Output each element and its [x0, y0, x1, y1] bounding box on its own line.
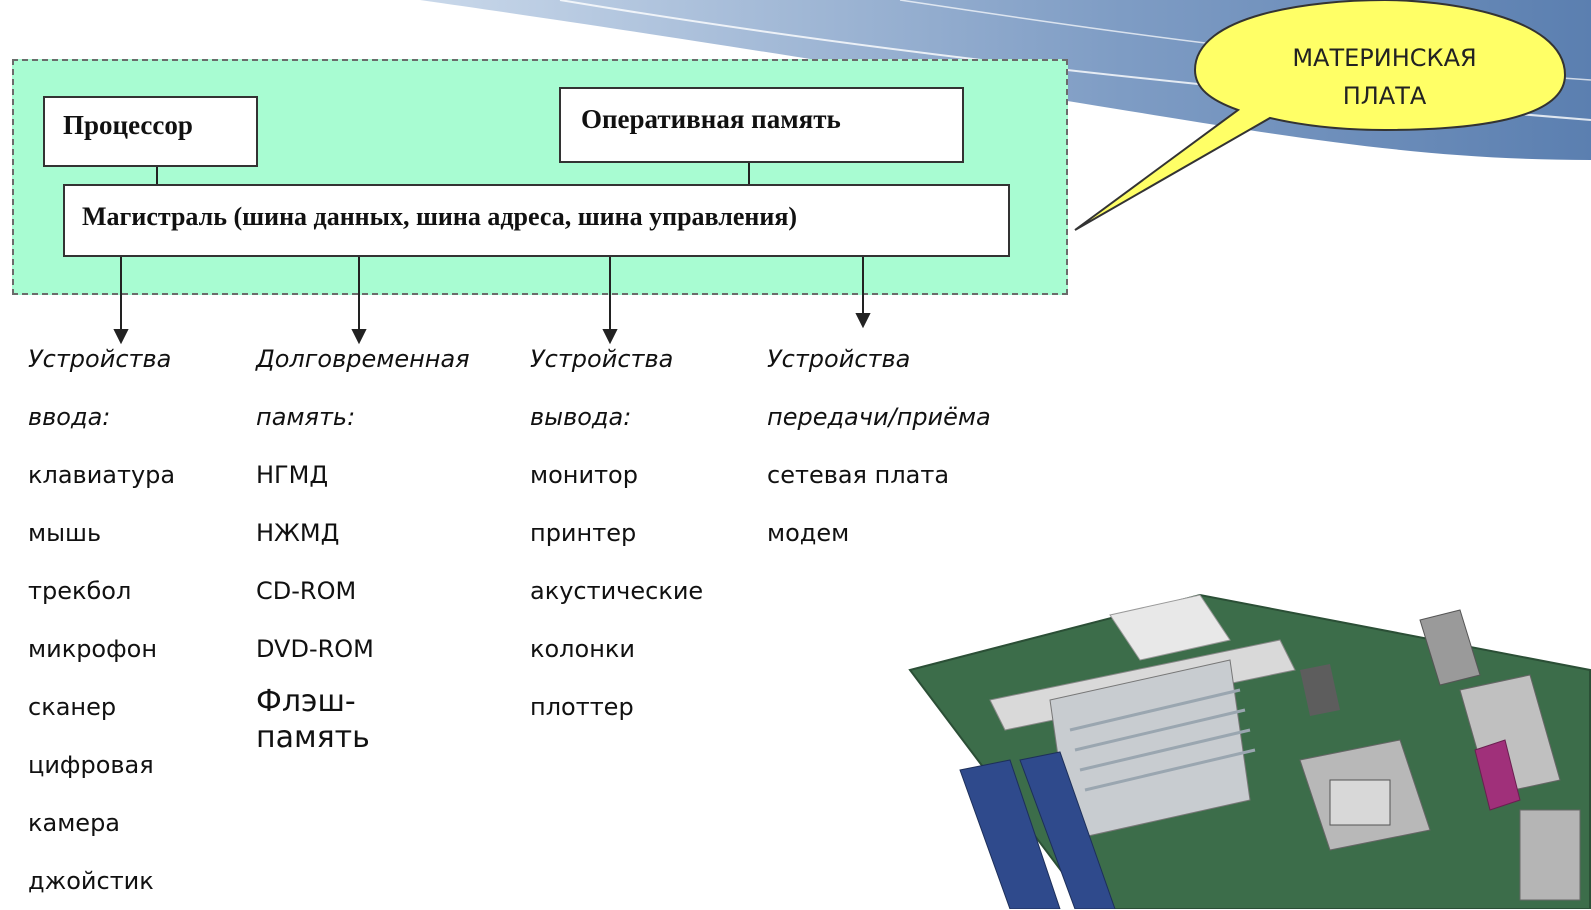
list-item: колонки [530, 635, 635, 663]
callout-label: МАТЕРИНСКАЯ ПЛАТА [1292, 44, 1477, 110]
list-item: DVD-ROM [256, 635, 374, 663]
list-item: сетевая плата [767, 461, 950, 489]
list-item: акустические [530, 577, 704, 605]
list-item: плоттер [530, 693, 634, 721]
list-item: CD-ROM [256, 577, 357, 605]
list-item: камера [28, 809, 121, 837]
column-title: Долговременная [256, 345, 470, 373]
ram-box: Оперативная память [559, 87, 964, 163]
network-devices-column: Устройства передачи/приёма сетевая плата… [767, 330, 991, 562]
list-item: НГМД [256, 461, 329, 489]
processor-box: Процессор [43, 96, 258, 167]
input-devices-column: Устройства ввода: клавиатура мышь трекбо… [28, 330, 175, 910]
list-item: микрофон [28, 635, 158, 663]
list-item: цифровая [28, 751, 154, 779]
bus-box: Магистраль (шина данных, шина адреса, ши… [63, 184, 1010, 257]
list-item: монитор [530, 461, 638, 489]
list-item: трекбол [28, 577, 132, 605]
callout-bubble [1074, 0, 1567, 231]
column-title: Устройства [530, 345, 674, 373]
column-title: память: [256, 403, 356, 431]
storage-column: Долговременная память: НГМД НЖМД CD-ROM … [256, 330, 470, 756]
column-title: передачи/приёма [767, 403, 991, 431]
column-title: Устройства [767, 345, 911, 373]
list-item: модем [767, 519, 850, 547]
list-item: мышь [28, 519, 102, 547]
list-item: НЖМД [256, 519, 340, 547]
list-item: клавиатура [28, 461, 176, 489]
column-title: вывода: [530, 403, 632, 431]
list-item: принтер [530, 519, 637, 547]
list-item: сканер [28, 693, 117, 721]
column-title: ввода: [28, 403, 111, 431]
motherboard-image [908, 593, 1591, 909]
list-item: джойстик [28, 867, 154, 895]
column-title: Устройства [28, 345, 172, 373]
list-item-flash: Флэш-память [256, 684, 370, 755]
output-devices-column: Устройства вывода: монитор принтер акуст… [530, 330, 703, 736]
